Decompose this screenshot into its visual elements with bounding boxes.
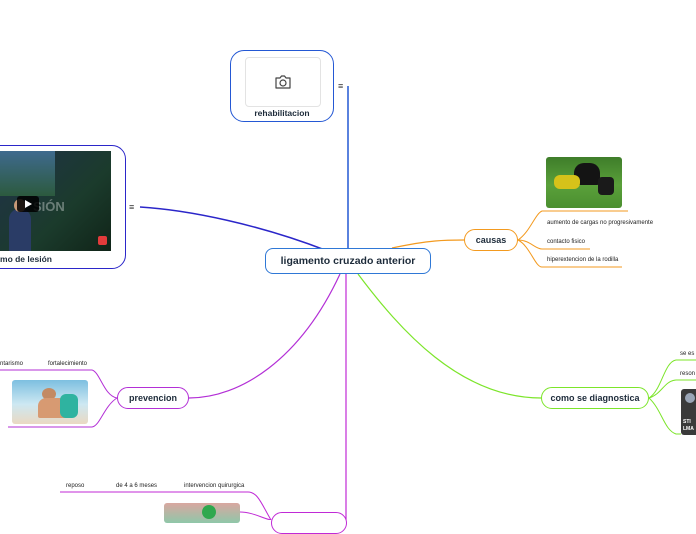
camera-icon xyxy=(275,75,291,89)
diagnostico-node[interactable]: como se diagnostica xyxy=(541,387,649,409)
image-placeholder[interactable] xyxy=(245,57,321,107)
causas-label: causas xyxy=(475,235,507,245)
causas-item[interactable]: hiperextencion de la rodilla xyxy=(547,257,619,263)
photo-figure xyxy=(42,388,56,400)
bottom-item[interactable]: intervencion quirurgica xyxy=(184,483,245,489)
bottom-image[interactable] xyxy=(164,503,240,523)
causas-node[interactable]: causas xyxy=(464,229,518,251)
play-icon xyxy=(25,200,32,208)
photo-figure xyxy=(685,393,695,403)
prevencion-node[interactable]: prevencion xyxy=(117,387,189,409)
video-thumbnail[interactable]: SIÓN xyxy=(0,151,111,251)
bottom-item[interactable]: de 4 a 6 meses xyxy=(116,483,158,489)
bottom-item[interactable]: reposo xyxy=(66,483,85,489)
video-frame-pitch xyxy=(0,151,55,196)
prevencion-item[interactable]: ntarismo xyxy=(0,361,24,367)
play-button[interactable] xyxy=(17,196,39,212)
prevencion-item[interactable]: fortalecimiento xyxy=(48,361,88,367)
causas-item[interactable]: aumento de cargas no progresivamente xyxy=(547,220,654,226)
video-presenter xyxy=(9,209,31,251)
menu-icon[interactable]: ≡ xyxy=(338,81,344,91)
rehabilitacion-node[interactable]: rehabilitacion xyxy=(230,50,334,122)
diagnostico-item[interactable]: se es xyxy=(680,351,695,357)
diagnostico-image[interactable]: STI LMA xyxy=(681,389,696,435)
diagnostico-image-text: LMA xyxy=(683,426,694,432)
central-topic-label: ligamento cruzado anterior xyxy=(280,255,416,267)
central-topic[interactable]: ligamento cruzado anterior xyxy=(265,248,431,274)
rehabilitacion-label: rehabilitacion xyxy=(254,108,310,118)
video-watermark: SIÓN xyxy=(33,199,65,214)
photo-figure xyxy=(60,394,78,418)
photo-figure xyxy=(574,163,600,185)
diagnostico-item[interactable]: reson xyxy=(680,371,696,377)
mecanismo-label: anismo de lesión xyxy=(0,254,52,264)
diagnostico-label: como se diagnostica xyxy=(550,393,640,403)
causas-image[interactable] xyxy=(546,157,622,208)
photo-figure xyxy=(202,505,216,519)
menu-icon[interactable]: ≡ xyxy=(129,202,135,212)
mecanismo-node[interactable]: SIÓN anismo de lesión xyxy=(0,145,126,269)
channel-logo xyxy=(98,236,107,245)
causas-item[interactable]: contacto fisico xyxy=(547,239,586,245)
prevencion-image[interactable] xyxy=(12,380,88,424)
bottom-branch-node[interactable] xyxy=(271,512,347,534)
prevencion-label: prevencion xyxy=(128,393,177,403)
connector-lines xyxy=(0,86,696,520)
photo-figure xyxy=(554,175,580,189)
photo-figure xyxy=(598,177,614,195)
diagnostico-image-text: STI xyxy=(683,419,691,425)
